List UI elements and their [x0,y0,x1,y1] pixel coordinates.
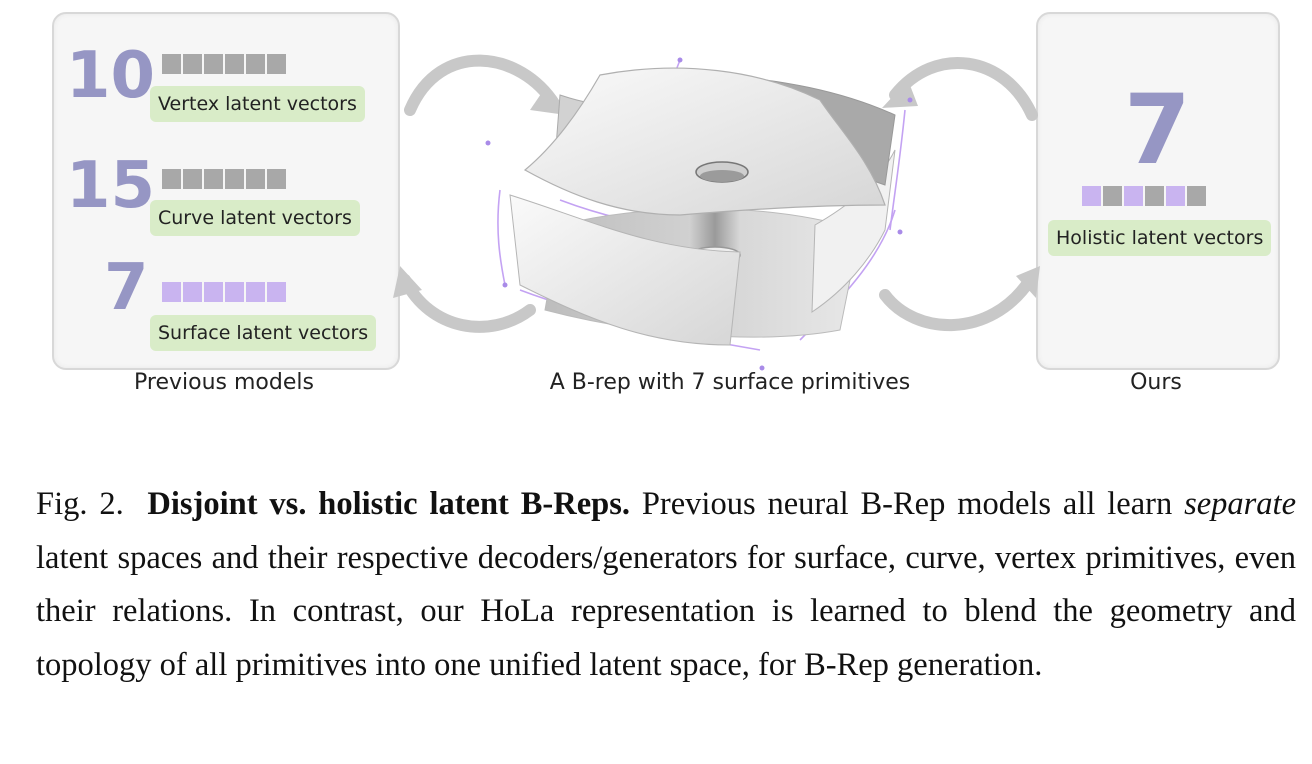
curve-vector [162,169,288,189]
curve-count: 15 [66,149,156,223]
fig-label: Fig. 2. [36,486,124,522]
surface-latent-label: Surface latent vectors [150,315,377,351]
holistic-latent-label: Holistic latent vectors [1048,220,1272,256]
ours-caption: Ours [1130,370,1182,395]
curve-latent-label: Curve latent vectors [150,200,360,236]
previous-models-caption: Previous models [134,370,314,395]
surface-vector [162,282,288,302]
caption-title: Disjoint vs. holistic latent B-Reps. [147,486,630,522]
figure: 10 Vertex latent vectors 15 Curve latent… [52,12,1280,395]
vertex-vector [162,54,288,74]
arrow-bottom-left [399,274,536,333]
arrow-top-left [404,54,561,116]
vertex-count: 10 [66,39,156,113]
figure-caption: Fig. 2. Disjoint vs. holistic latent B-R… [36,478,1296,692]
brep-illustration [393,54,1040,371]
center-caption: A B-rep with 7 surface primitives [549,370,911,395]
holistic-vector [1082,186,1208,206]
arrow-bottom-right [879,274,1036,332]
arrow-top-right [889,57,1038,121]
caption-emphasis: separate [1184,486,1297,522]
holistic-count: 7 [1124,74,1191,186]
front-wall-surface [509,194,741,346]
top-surface [523,67,886,216]
surface-count: 7 [104,251,149,325]
caption-text-1: Previous neural B-Rep models all learn [629,486,1185,522]
caption-text-2: latent spaces and their respective decod… [36,539,1296,683]
vertex-latent-label: Vertex latent vectors [150,86,365,122]
